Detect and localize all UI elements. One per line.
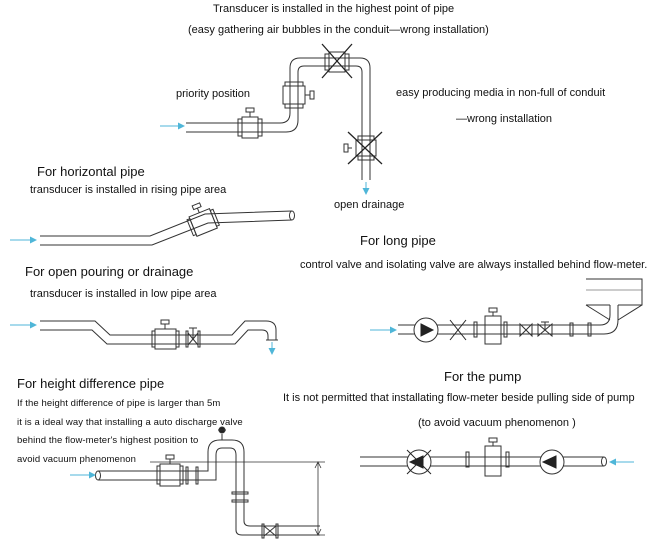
flow-arrows [10,122,634,479]
open-pouring-note: transducer is installed in low pipe area [30,288,217,300]
horizontal-heading: For horizontal pipe [37,164,145,179]
height-difference-pipe-diagram [95,426,325,539]
long-pipe-note: control valve and isolating valve are al… [300,259,648,271]
pump-note2: (to avoid vacuum phenomenon ) [418,417,576,429]
pump-note: It is not permitted that installating fl… [283,392,635,404]
height-diff-line: If the height difference of pipe is larg… [17,398,221,409]
height-diff-line: it is a ideal way that installing a auto… [17,417,243,428]
open-pouring-pipe-diagram [40,319,278,350]
top-subtitle: (easy gathering air bubbles in the condu… [188,24,489,36]
pump-diagram [360,437,607,477]
priority-position-label: priority position [176,88,250,100]
open-drainage-label: open drainage [334,199,405,211]
pump-heading: For the pump [444,369,522,384]
nonfull-label-line1: easy producing media in non-full of cond… [396,87,606,99]
top-highest-point-diagram [186,43,383,180]
nonfull-label-line2: —wrong installation [456,113,552,125]
height-diff-line: behind the flow-meter's highest position… [17,435,199,446]
open-pouring-heading: For open pouring or drainage [25,264,194,279]
top-title: Transducer is installed in the highest p… [213,3,455,15]
height-diff-line: avoid vacuum phenomenon [17,454,137,465]
long-pipe-diagram [398,278,643,345]
long-pipe-heading: For long pipe [360,233,436,248]
horizontal-note: transducer is installed in rising pipe a… [30,184,227,196]
height-diff-heading: For height difference pipe [17,376,165,391]
horizontal-rising-pipe-diagram [40,202,295,246]
